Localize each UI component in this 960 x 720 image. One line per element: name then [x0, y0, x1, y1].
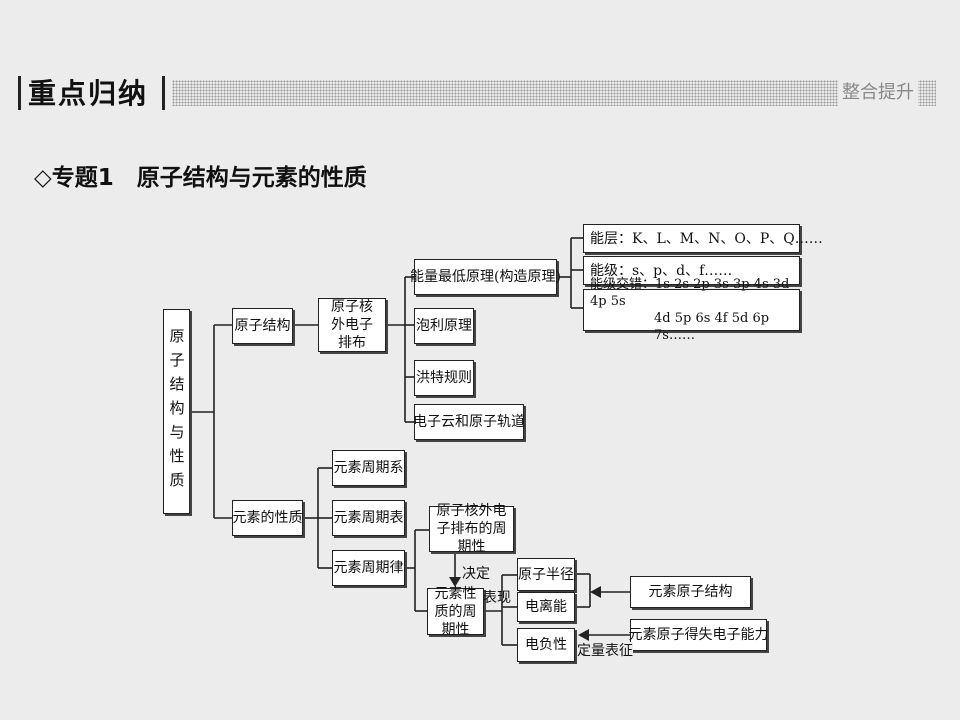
- diamond-icon: ◇: [34, 165, 52, 191]
- section-header: 重点归纳 整合提升: [18, 74, 938, 114]
- node-atomic-structure: 原子结构: [232, 308, 293, 344]
- topic-title: 专题1 原子结构与元素的性质: [51, 165, 367, 191]
- node-ionization-energy: 电离能: [517, 592, 575, 622]
- node-periodic-system: 元素周期系: [332, 450, 405, 486]
- node-root: 原子结构与性质: [163, 309, 190, 514]
- level-interleave-line-1: 能级交错：1s 2s 2p 3s 3p 4s 3d 4p 5s: [590, 277, 790, 309]
- node-property-periodicity: 元素性质的周期性: [427, 586, 484, 638]
- header-dotted-band: [172, 80, 936, 106]
- node-electronegativity: 电负性: [517, 628, 575, 662]
- node-energy-shell: 能层：K、L、M、N、O、P、Q……: [583, 224, 823, 253]
- node-atomic-radius: 原子半径: [517, 558, 575, 591]
- arrowhead-icon: [590, 586, 601, 598]
- node-electron-cloud: 电子云和原子轨道: [413, 404, 525, 440]
- node-element-atom-structure: 元素原子结构: [630, 576, 751, 608]
- node-pauli-principle: 泡利原理: [414, 308, 474, 344]
- label-determines: 决定: [462, 565, 490, 583]
- topic-heading: ◇专题1 原子结构与元素的性质: [34, 160, 367, 196]
- arrowhead-icon: [449, 577, 461, 587]
- node-periodic-table: 元素周期表: [332, 500, 405, 536]
- section-title: 重点归纳: [28, 77, 149, 110]
- section-subtitle: 整合提升: [838, 80, 918, 106]
- node-periodic-law: 元素周期律: [332, 550, 405, 586]
- node-gain-lose-ability: 元素原子得失电子能力: [629, 619, 769, 651]
- header-divider: [162, 76, 165, 110]
- node-configuration-periodicity: 原子核外电子排布的周期性: [429, 503, 514, 555]
- label-quantified: 定量表征: [577, 642, 633, 660]
- node-electron-configuration: 原子核外电子排布: [318, 298, 386, 352]
- node-level-interleave: 能级交错：1s 2s 2p 3s 3p 4s 3d 4p 5s 4d 5p 6s…: [583, 277, 800, 343]
- header-left-bar: [18, 76, 21, 110]
- node-energy-level: 能级：s、p、d、f……: [583, 256, 800, 285]
- label-manifests: 表现: [483, 590, 511, 606]
- node-lowest-energy-principle: 能量最低原理(构造原理): [410, 259, 561, 295]
- node-hund-rule: 洪特规则: [414, 360, 474, 396]
- arrowhead-icon: [578, 629, 589, 641]
- node-element-properties: 元素的性质: [232, 500, 303, 536]
- level-interleave-line-2: 4d 5p 6s 4f 5d 6p 7s……: [654, 311, 770, 343]
